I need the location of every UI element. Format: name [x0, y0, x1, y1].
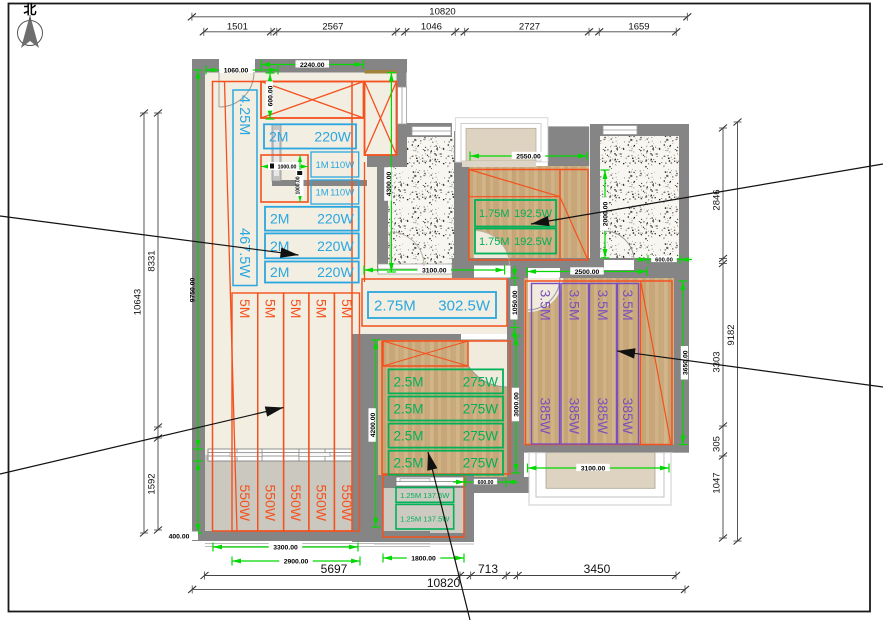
- svg-text:3.5M: 3.5M: [620, 290, 636, 321]
- svg-text:3100.00: 3100.00: [422, 267, 447, 274]
- svg-text:10820: 10820: [427, 576, 461, 590]
- svg-text:600.00: 600.00: [655, 258, 673, 264]
- svg-text:275W: 275W: [463, 428, 499, 443]
- svg-text:1501: 1501: [227, 21, 248, 32]
- svg-text:305: 305: [712, 436, 723, 452]
- svg-text:220W: 220W: [314, 128, 351, 144]
- svg-text:110W: 110W: [330, 187, 354, 198]
- svg-text:3650.00: 3650.00: [682, 350, 689, 375]
- svg-text:3100.00: 3100.00: [581, 465, 606, 472]
- svg-text:3450: 3450: [584, 562, 611, 576]
- svg-text:5697: 5697: [321, 562, 348, 576]
- svg-text:2500.00: 2500.00: [575, 269, 600, 276]
- svg-text:2.75M: 2.75M: [374, 297, 416, 314]
- svg-text:2.5M: 2.5M: [394, 428, 424, 443]
- svg-text:1050.00: 1050.00: [512, 290, 519, 315]
- svg-text:1.75M: 1.75M: [479, 208, 510, 220]
- svg-text:10820: 10820: [429, 6, 455, 17]
- svg-text:467.5W: 467.5W: [236, 228, 252, 278]
- svg-text:2846: 2846: [712, 189, 723, 210]
- svg-text:400.00: 400.00: [169, 534, 190, 541]
- svg-text:8331: 8331: [147, 250, 158, 271]
- svg-text:550W: 550W: [339, 485, 355, 522]
- svg-text:2M: 2M: [270, 211, 289, 227]
- svg-text:2M: 2M: [270, 264, 289, 280]
- svg-text:3000.00: 3000.00: [513, 392, 520, 417]
- svg-text:385W: 385W: [537, 398, 553, 435]
- svg-text:550W: 550W: [314, 485, 330, 522]
- svg-text:1.75M: 1.75M: [479, 236, 510, 248]
- svg-text:385W: 385W: [595, 398, 611, 435]
- svg-text:3.5M: 3.5M: [567, 290, 583, 321]
- svg-text:4300.00: 4300.00: [386, 172, 393, 197]
- svg-text:9182: 9182: [726, 324, 737, 345]
- svg-text:220W: 220W: [317, 211, 354, 227]
- svg-text:2900.00: 2900.00: [284, 558, 309, 565]
- svg-text:600.00: 600.00: [478, 480, 494, 486]
- svg-text:1659: 1659: [628, 21, 649, 32]
- svg-text:1M: 1M: [316, 187, 329, 198]
- svg-text:2567: 2567: [322, 21, 343, 32]
- svg-text:5M: 5M: [314, 299, 330, 318]
- svg-text:1.25M 137.5W: 1.25M 137.5W: [400, 491, 450, 500]
- svg-text:2550.00: 2550.00: [516, 153, 541, 160]
- svg-text:2M: 2M: [269, 128, 288, 144]
- svg-text:1592: 1592: [147, 473, 158, 494]
- svg-text:2.5M: 2.5M: [394, 456, 424, 471]
- svg-text:275W: 275W: [463, 374, 499, 389]
- svg-text:192.5W: 192.5W: [514, 236, 553, 248]
- svg-text:9750.00: 9750.00: [190, 278, 197, 303]
- svg-text:275W: 275W: [463, 456, 499, 471]
- svg-text:3.5M: 3.5M: [537, 290, 553, 321]
- svg-text:192.5W: 192.5W: [514, 208, 553, 220]
- svg-text:1.25M 137.5W: 1.25M 137.5W: [400, 514, 450, 523]
- svg-text:北: 北: [23, 2, 36, 17]
- svg-text:1060.00: 1060.00: [224, 67, 249, 74]
- svg-text:220W: 220W: [317, 238, 354, 254]
- svg-text:2240.00: 2240.00: [300, 62, 325, 69]
- svg-text:1046: 1046: [421, 21, 442, 32]
- svg-text:302.5W: 302.5W: [438, 297, 491, 314]
- svg-text:385W: 385W: [620, 398, 636, 435]
- svg-text:1000.00: 1000.00: [278, 165, 297, 171]
- svg-text:550W: 550W: [288, 485, 304, 522]
- svg-text:1047: 1047: [712, 472, 723, 493]
- svg-text:10643: 10643: [133, 289, 144, 315]
- svg-text:110W: 110W: [330, 160, 354, 171]
- svg-text:3300.00: 3300.00: [273, 544, 298, 551]
- svg-text:1000.00: 1000.00: [296, 176, 302, 194]
- svg-text:5M: 5M: [288, 299, 304, 318]
- svg-text:2.5M: 2.5M: [394, 374, 424, 389]
- svg-text:5M: 5M: [339, 299, 355, 318]
- svg-text:713: 713: [478, 562, 498, 576]
- svg-text:5M: 5M: [237, 299, 253, 318]
- svg-text:220W: 220W: [317, 264, 354, 280]
- svg-text:550W: 550W: [263, 485, 279, 522]
- svg-text:600.00: 600.00: [267, 85, 274, 106]
- svg-text:275W: 275W: [463, 401, 499, 416]
- svg-text:4200.00: 4200.00: [370, 413, 377, 438]
- svg-text:2000.00: 2000.00: [602, 202, 609, 227]
- svg-text:5M: 5M: [263, 299, 279, 318]
- svg-text:550W: 550W: [237, 485, 253, 522]
- svg-text:385W: 385W: [567, 398, 583, 435]
- svg-text:2727: 2727: [519, 21, 540, 32]
- svg-text:3.5M: 3.5M: [595, 290, 611, 321]
- svg-text:4.25M: 4.25M: [236, 95, 252, 135]
- svg-text:1800.00: 1800.00: [411, 555, 436, 562]
- svg-text:2.5M: 2.5M: [394, 401, 424, 416]
- svg-text:1M: 1M: [316, 160, 329, 171]
- svg-text:3303: 3303: [712, 351, 723, 372]
